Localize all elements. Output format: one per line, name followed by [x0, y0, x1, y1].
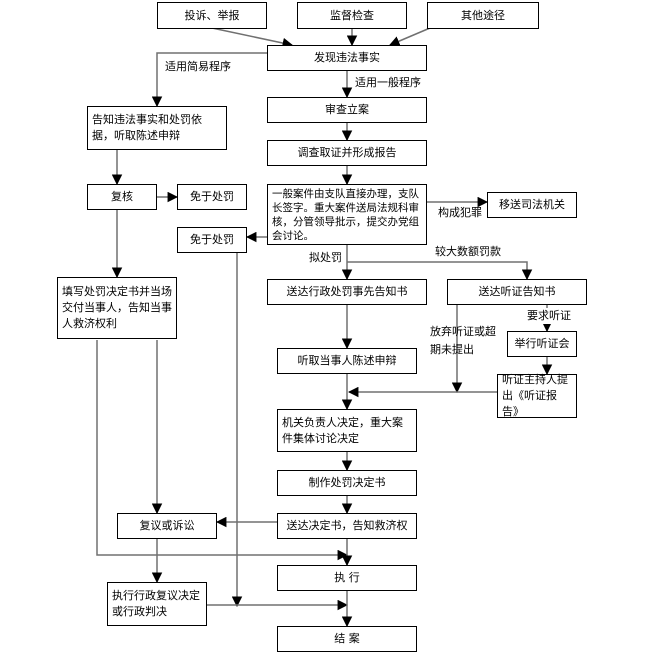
node-file-case: 审查立案: [267, 97, 427, 123]
node-reconsider-litigate: 复议或诉讼: [117, 513, 217, 539]
edge-complaint-discover: [211, 27, 294, 49]
node-make-decision: 制作处罚决定书: [277, 470, 417, 496]
node-close: 结 案: [277, 626, 417, 652]
label-waive-hearing: 放弃听证或超期未提出: [430, 325, 496, 356]
node-general-case: 一般案件由支队直接办理，支队长签字。重大案件送局法规科审核，分管领导批示，提交办…: [267, 184, 427, 245]
node-exempt-1: 免于处罚: [177, 184, 247, 210]
node-inspection: 监督检查: [297, 2, 407, 29]
edge-large-fine: [347, 261, 533, 281]
node-hold-hearing: 举行听证会: [507, 331, 577, 357]
node-fill-decision: 填写处罚决定书并当场交付当事人，告知当事人救济权利: [57, 277, 177, 339]
label-crime: 构成犯罪: [438, 206, 482, 219]
edge-fill-execute: [96, 340, 349, 561]
node-review: 复核: [87, 184, 157, 210]
node-execute: 执 行: [277, 565, 417, 591]
node-complaint: 投诉、举报: [157, 2, 267, 29]
edge-other-discover: [389, 27, 431, 47]
node-transfer-judicial: 移送司法机关: [487, 192, 577, 218]
node-hearing-notice: 送达听证告知书: [447, 279, 587, 305]
label-request-hearing: 要求听证: [527, 308, 571, 324]
node-prior-notice: 送达行政处罚事先告知书: [267, 279, 427, 305]
node-investigate: 调查取证并形成报告: [267, 140, 427, 166]
label-intend-penalty: 拟处罚: [309, 251, 342, 264]
node-exempt-2: 免于处罚: [177, 227, 247, 253]
node-other: 其他途径: [427, 2, 539, 29]
node-discover: 发现违法事实: [267, 45, 427, 71]
label-general-procedure: 适用一般程序: [355, 76, 421, 89]
node-hearing-report: 听证主持人提出《听证报告》: [497, 373, 577, 418]
edge-simple-procedure: [151, 52, 267, 108]
label-simple-procedure: 适用简易程序: [165, 60, 231, 73]
node-execute-ruling: 执行行政复议决定或行政判决: [107, 582, 207, 626]
node-hear-defense: 听取当事人陈述申辩: [277, 348, 417, 374]
label-large-fine: 较大数额罚款: [435, 245, 501, 258]
node-deliver-decision: 送达决定书，告知救济权: [277, 513, 417, 539]
node-notify-simple: 告知违法事实和处罚依据，听取陈述申辩: [87, 106, 227, 150]
node-decide: 机关负责人决定，重大案件集体讨论决定: [277, 409, 417, 452]
